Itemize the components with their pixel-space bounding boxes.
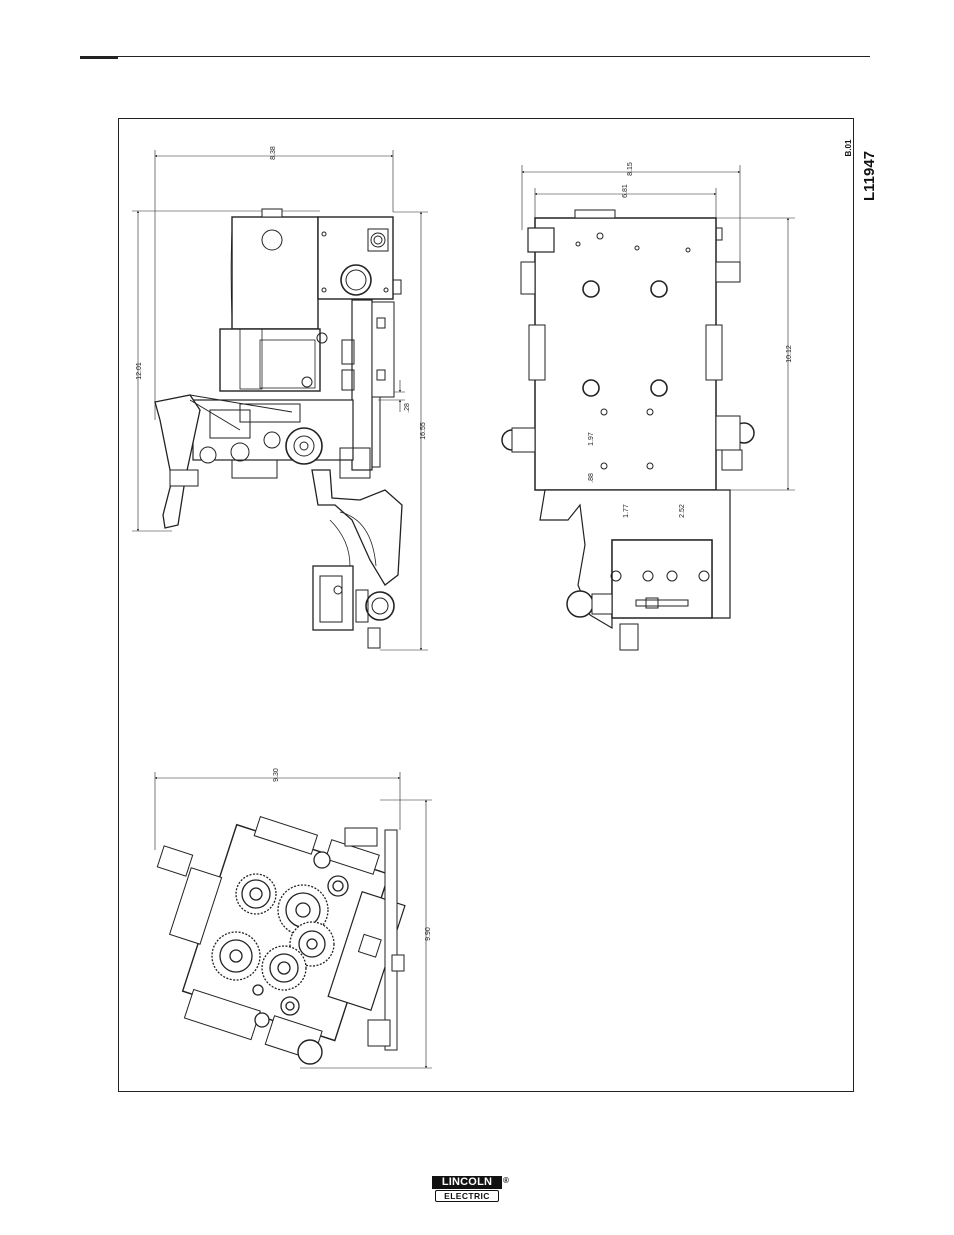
dim-front-hole-v2: .88 — [588, 473, 595, 483]
dim-front-hole-h2: 2.52 — [679, 504, 686, 518]
drawing-revision: B.01 — [844, 139, 853, 156]
drawing-number-block: L11947 B.01 — [844, 139, 878, 201]
logo-top-text: LINCOLN — [432, 1176, 502, 1189]
dim-side-top-width: 8.38 — [270, 146, 277, 160]
bottom-view — [146, 772, 432, 1072]
logo-bottom-text: ELECTRIC — [435, 1190, 499, 1202]
drawing-number: L11947 — [861, 151, 878, 201]
dim-front-height: 10.12 — [786, 345, 793, 363]
side-view — [132, 150, 428, 650]
dim-side-right-height: 16.55 — [420, 422, 427, 440]
dim-front-hole-v1: 1.97 — [588, 432, 595, 446]
dim-front-hole-h1: 1.77 — [623, 504, 630, 518]
dim-front-overall-width: 8.15 — [627, 162, 634, 176]
front-view — [502, 165, 795, 650]
dim-bottom-height: 9.90 — [425, 927, 432, 941]
dim-bottom-width: 9.30 — [273, 768, 280, 782]
dim-side-small-offset: .28 — [404, 403, 411, 413]
registered-mark: ® — [503, 1176, 509, 1185]
dim-front-body-width: 6.81 — [622, 184, 629, 198]
lincoln-electric-logo: LINCOLN ELECTRIC ® — [432, 1176, 510, 1204]
dim-side-left-height: 12.01 — [136, 362, 143, 380]
